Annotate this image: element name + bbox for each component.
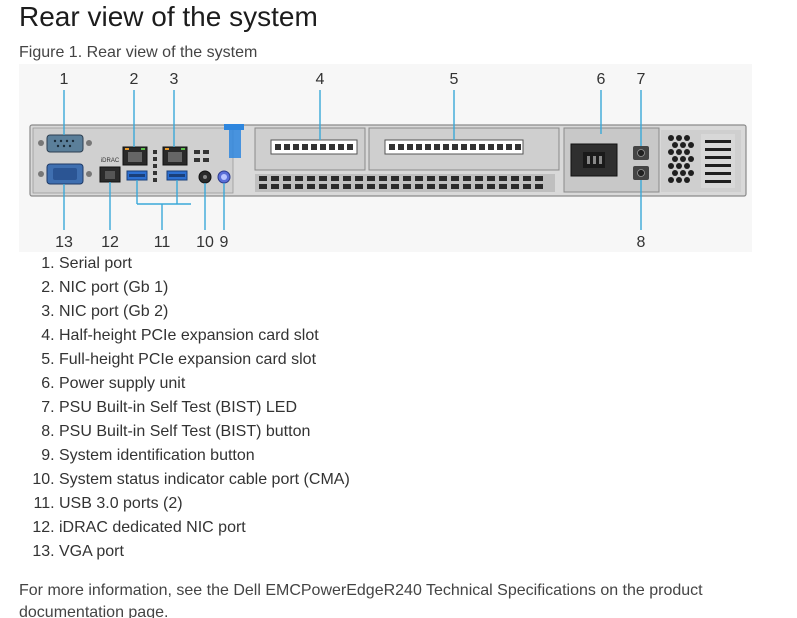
- latch-handle: [224, 124, 244, 130]
- cma-port: [198, 170, 212, 184]
- callout-11: 11: [154, 234, 171, 251]
- chassis-vent-grid: [255, 174, 555, 192]
- list-item: System status indicator cable port (CMA): [59, 468, 350, 492]
- callout-12: 12: [101, 234, 119, 251]
- list-item: VGA port: [59, 540, 350, 564]
- leader-lines: [63, 90, 642, 230]
- idrac-port: iDRAC: [99, 158, 121, 183]
- feature-list: Serial port NIC port (Gb 1) NIC port (Gb…: [19, 252, 350, 564]
- callout-13: 13: [55, 234, 73, 251]
- nic-port-1: [122, 146, 148, 166]
- power-supply-unit: [563, 127, 660, 193]
- list-item: USB 3.0 ports (2): [59, 492, 350, 516]
- callout-5: 5: [450, 71, 459, 88]
- page-title: Rear view of the system: [19, 1, 318, 32]
- list-item: Half-height PCIe expansion card slot: [59, 324, 350, 348]
- callout-4: 4: [316, 71, 325, 88]
- vga-port: [38, 163, 92, 185]
- nic-port-2: [162, 146, 188, 166]
- half-height-pcie-slot: [254, 127, 366, 171]
- list-item: Full-height PCIe expansion card slot: [59, 348, 350, 372]
- psu-fan-grill: [661, 130, 741, 192]
- list-item: PSU Built-in Self Test (BIST) button: [59, 420, 350, 444]
- rear-view-figure: 1 2 3 4 5 6 7 13 12 11 10 9 8: [19, 64, 752, 252]
- callout-2: 2: [130, 71, 139, 88]
- figure-caption: Figure 1. Rear view of the system: [19, 44, 258, 61]
- list-item: Power supply unit: [59, 372, 350, 396]
- list-item: System identification button: [59, 444, 350, 468]
- io-vent-grid: [153, 150, 209, 182]
- callout-7: 7: [637, 71, 646, 88]
- serial-port: [38, 134, 92, 153]
- psu-bist-button: [633, 166, 649, 180]
- list-item: NIC port (Gb 2): [59, 300, 350, 324]
- callout-8: 8: [637, 234, 646, 251]
- callout-3: 3: [170, 71, 179, 88]
- callout-9: 9: [220, 234, 229, 251]
- list-item: Serial port: [59, 252, 350, 276]
- callout-6: 6: [597, 71, 606, 88]
- list-item: iDRAC dedicated NIC port: [59, 516, 350, 540]
- callout-1: 1: [60, 71, 69, 88]
- psu-bist-led: [633, 146, 649, 160]
- list-item: NIC port (Gb 1): [59, 276, 350, 300]
- more-info-paragraph: For more information, see the Dell EMCPo…: [19, 582, 703, 618]
- system-id-button: [217, 170, 231, 184]
- latch-bar: [229, 130, 241, 158]
- full-height-pcie-slot: [368, 127, 560, 171]
- callout-10: 10: [196, 234, 214, 251]
- list-item: PSU Built-in Self Test (BIST) LED: [59, 396, 350, 420]
- server-rear-illustration: 1 2 3 4 5 6 7 13 12 11 10 9 8: [29, 71, 747, 251]
- svg-text:iDRAC: iDRAC: [101, 158, 120, 164]
